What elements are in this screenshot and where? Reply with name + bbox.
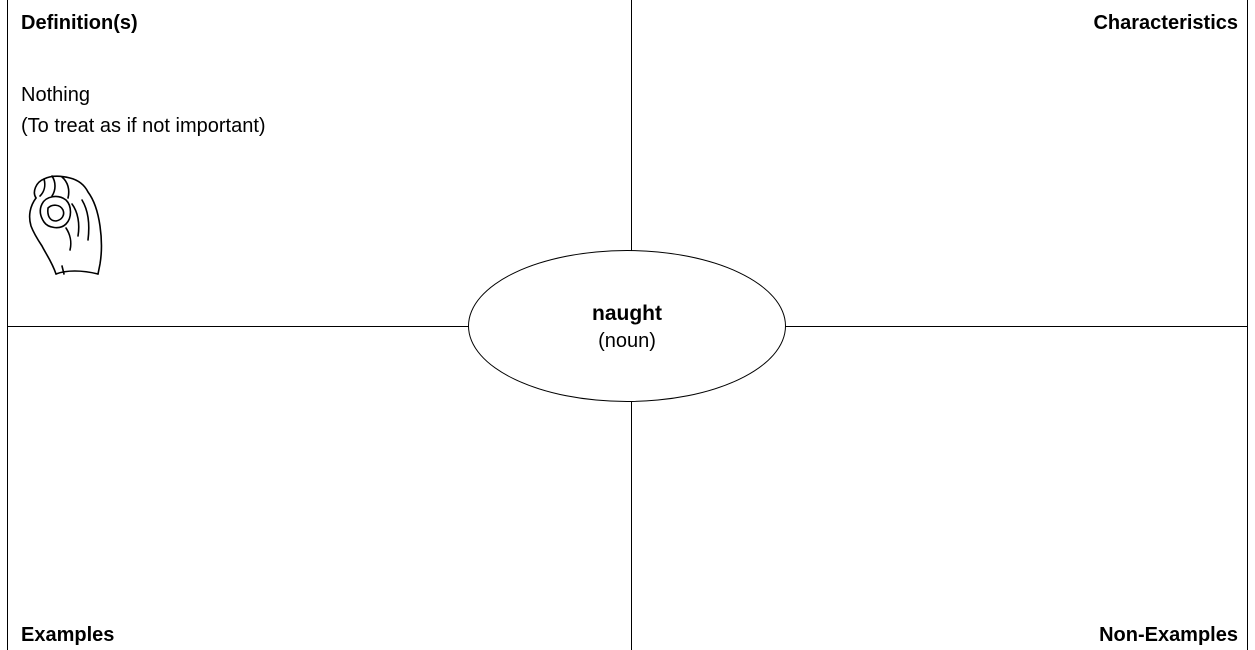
examples-heading: Examples: [21, 622, 114, 648]
definition-text: Nothing (To treat as if not important): [21, 80, 266, 142]
non-examples-heading: Non-Examples: [1099, 622, 1238, 648]
definition-line-1: Nothing: [21, 80, 266, 111]
asl-hand-sign-o-icon: [22, 170, 108, 276]
target-word-oval: naught (noun): [468, 250, 786, 402]
definition-line-2: (To treat as if not important): [21, 111, 266, 142]
part-of-speech: (noun): [598, 328, 656, 354]
target-word: naught: [592, 300, 662, 328]
right-border: [1247, 0, 1248, 650]
left-border: [7, 0, 8, 650]
definitions-heading: Definition(s): [21, 10, 138, 36]
characteristics-heading: Characteristics: [1093, 10, 1238, 36]
